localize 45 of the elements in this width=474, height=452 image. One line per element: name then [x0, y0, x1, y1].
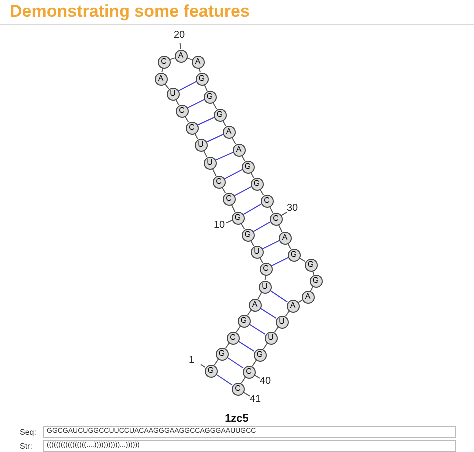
pair-line [238, 340, 255, 352]
position-number: 41 [250, 395, 262, 405]
pair-line [206, 134, 224, 143]
leader-line [226, 220, 233, 224]
field-label: Seq: [20, 427, 36, 439]
pair-line [234, 186, 252, 196]
backbone-line [170, 58, 176, 60]
pair-line [260, 308, 277, 320]
pair-line [226, 357, 244, 369]
backbone-line [263, 342, 268, 350]
backbone-line [232, 137, 236, 145]
structure-title: 1zc5 [224, 412, 250, 427]
pair-line [197, 117, 215, 126]
position-number: 10 [214, 221, 226, 231]
backbone-line [247, 310, 252, 316]
pair-line [216, 374, 234, 386]
position-number: 40 [260, 377, 272, 387]
pair-line [249, 324, 266, 336]
field-label: Str: [20, 441, 32, 452]
backbone-line [264, 275, 266, 281]
backbone-line [236, 326, 241, 334]
pair-line [187, 99, 205, 109]
pair-line [270, 290, 288, 303]
position-number: 20 [174, 31, 186, 41]
leader-line [180, 42, 182, 50]
backbone-line [212, 102, 218, 110]
pair-line [243, 204, 262, 216]
pair-line [178, 82, 197, 92]
backbone-line [252, 360, 257, 368]
backbone-line [285, 310, 290, 318]
pair-line [224, 170, 243, 180]
position-number: 1 [189, 356, 195, 366]
backbone-line [225, 342, 230, 350]
backbone-line [258, 292, 262, 300]
pair-line [215, 152, 234, 161]
position-number: 30 [287, 204, 298, 214]
pair-line [262, 240, 280, 250]
backbone-line [241, 376, 246, 384]
leader-line [281, 212, 288, 216]
title: Demonstrating some features [10, 1, 250, 23]
leader-line [200, 364, 206, 368]
pair-line [271, 257, 289, 267]
backbone-line [274, 326, 279, 334]
backbone-line [214, 358, 219, 366]
pair-line [253, 222, 271, 232]
